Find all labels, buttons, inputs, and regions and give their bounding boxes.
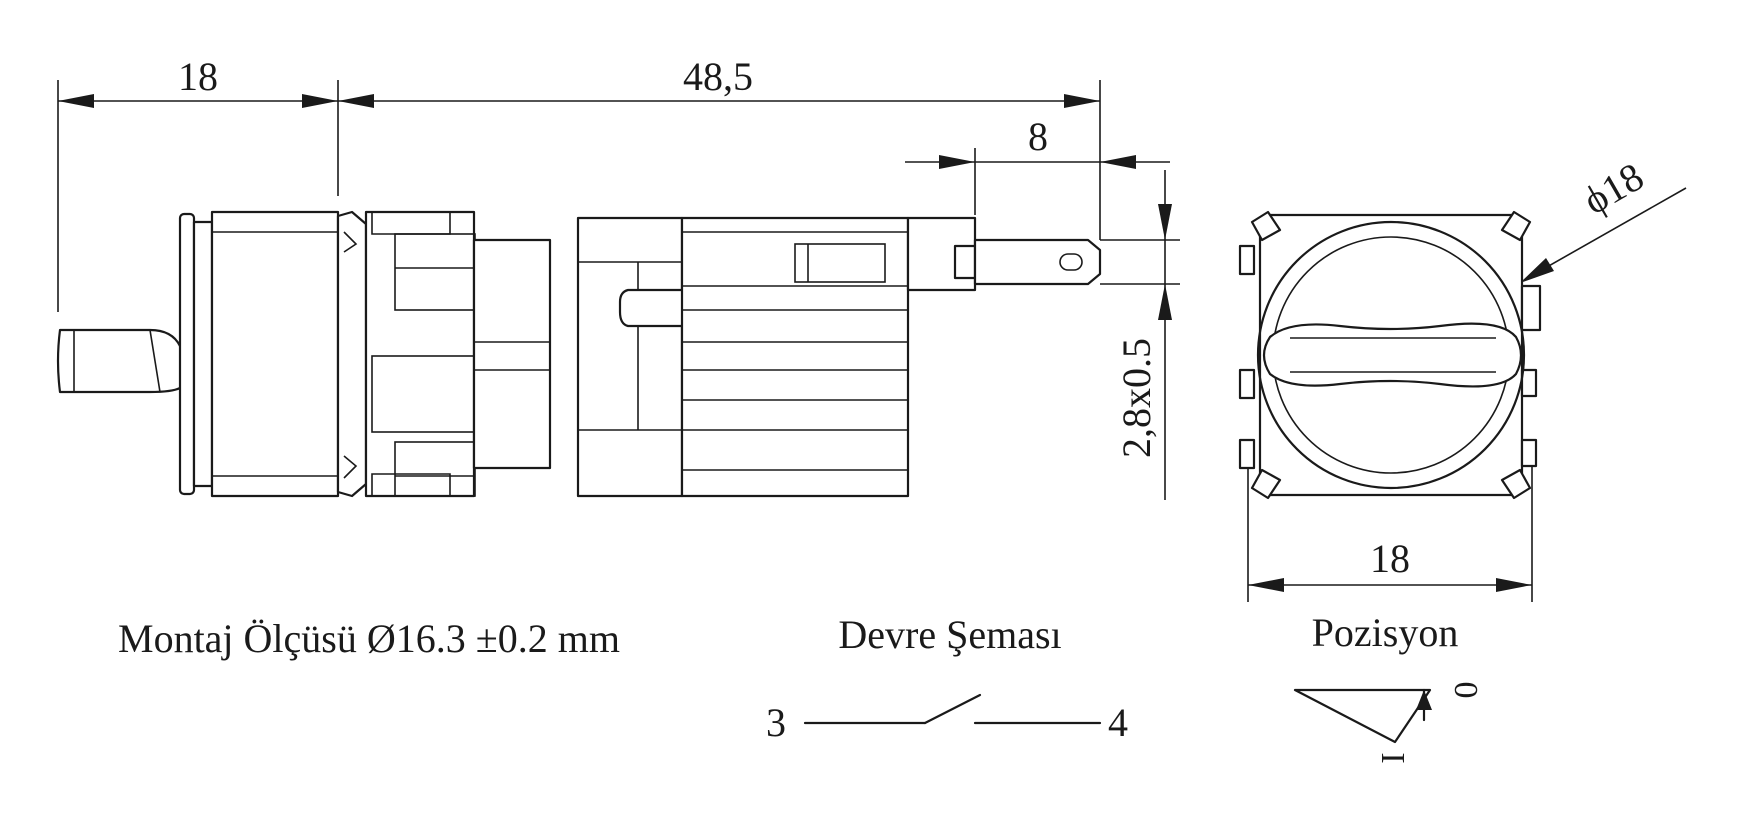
front-view [1238, 210, 1542, 500]
dim-front-diameter: ϕ18 [1576, 154, 1651, 224]
dim-terminal-length: 8 [1028, 114, 1048, 159]
position-off-label: 0 [1447, 682, 1484, 699]
dim-front-width: 18 [1370, 536, 1410, 581]
side-view [56, 210, 1102, 498]
dimension-lines [57, 80, 1687, 602]
position-title: Pozisyon [1312, 610, 1459, 655]
circuit-terminal-3: 3 [766, 700, 786, 745]
position-on-label: I [1374, 752, 1411, 763]
dimension-texts: 18 48,5 8 2,8x0.5 ϕ18 18 [178, 54, 1651, 581]
dim-body-length: 48,5 [683, 54, 753, 99]
position-diagram [1293, 688, 1432, 744]
circuit-diagram-title: Devre Şeması [838, 612, 1061, 657]
dim-knob-length: 18 [178, 54, 218, 99]
mounting-size-label: Montaj Ölçüsü Ø16.3 ±0.2 mm [118, 616, 620, 661]
circuit-terminal-4: 4 [1108, 700, 1128, 745]
circuit-diagram [803, 693, 1102, 725]
dim-terminal-size: 2,8x0.5 [1114, 338, 1159, 458]
